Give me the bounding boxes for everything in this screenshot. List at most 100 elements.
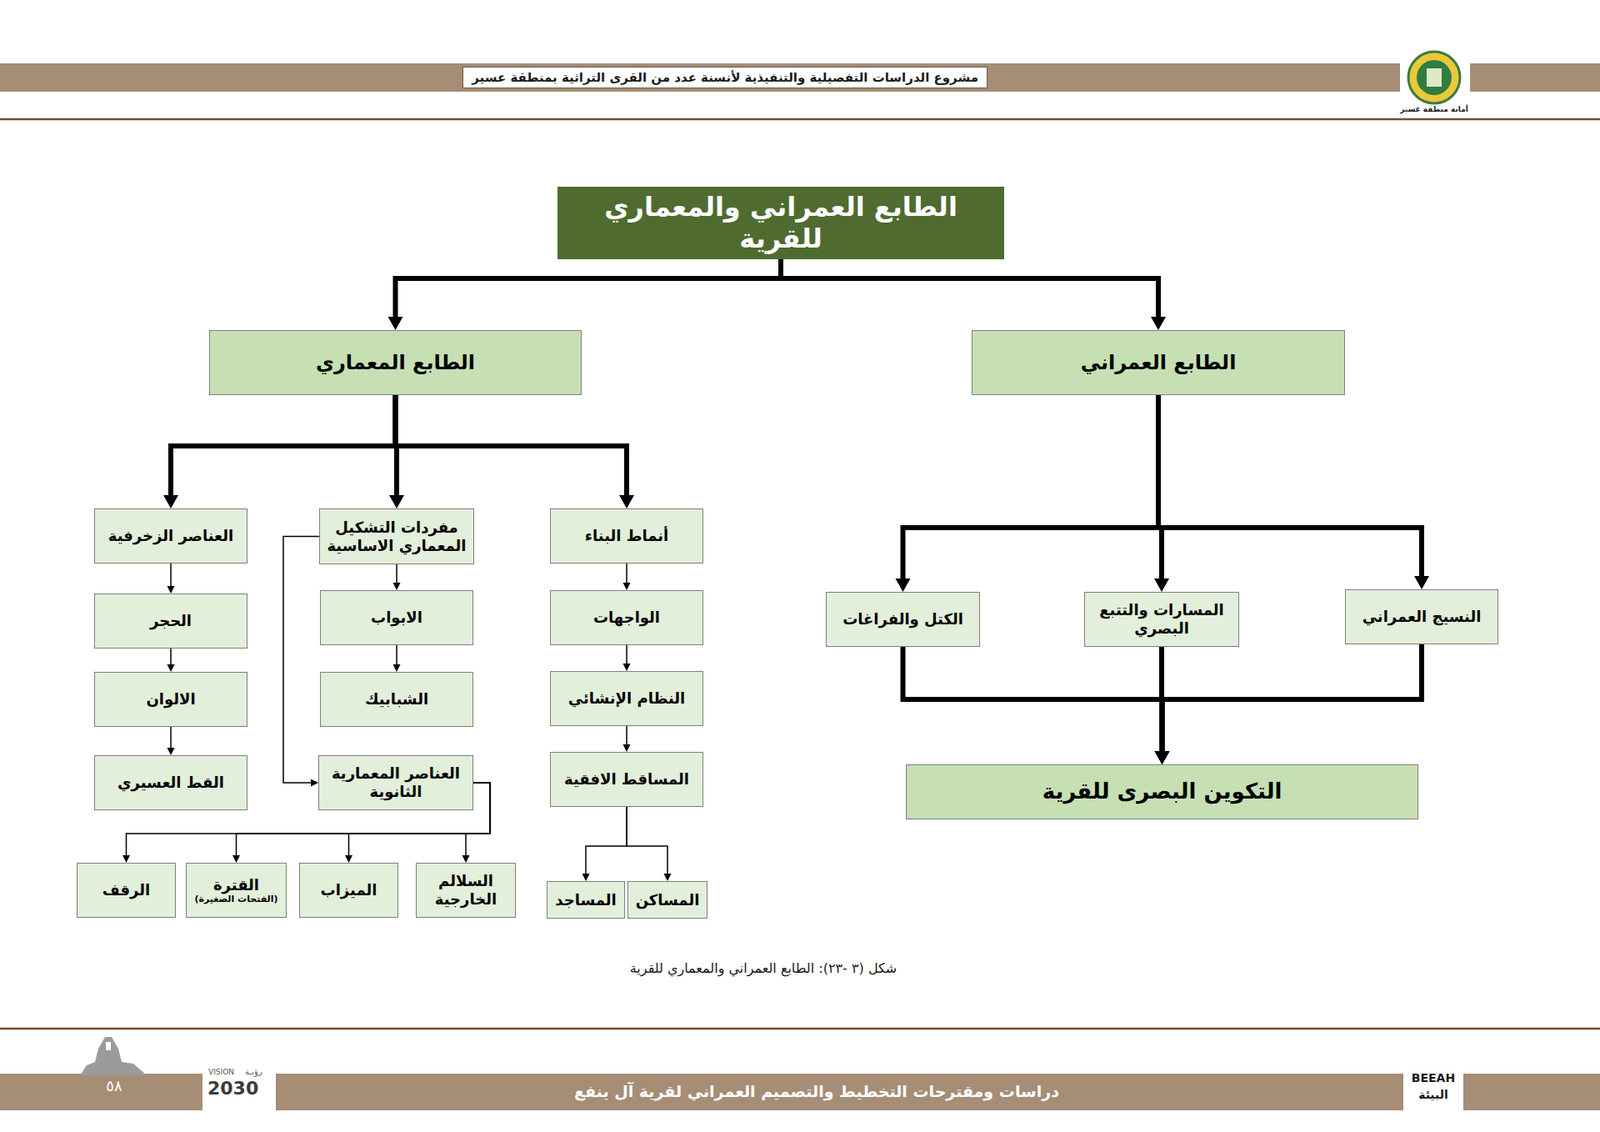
node-label: الكتل والفراغات: [842, 610, 964, 629]
arrowhead: [167, 747, 175, 755]
category-box: مفردات التشكيل المعماري الاساسية: [319, 508, 475, 565]
thin-connector: [626, 806, 672, 881]
arrowhead: [1155, 750, 1170, 765]
tree-connector: [1158, 395, 1430, 590]
connector-line: [585, 806, 627, 875]
node-label: الطابع العمراني والمعماري للقرية: [565, 190, 997, 255]
tree-connector: [395, 395, 635, 509]
category-box: أنماط البناء: [550, 508, 704, 564]
tree-connector: [388, 259, 782, 330]
thin-connector: [581, 806, 627, 881]
node-label: الطابع العمراني: [1080, 350, 1237, 375]
arrowhead: [581, 873, 590, 881]
connector-line: [170, 648, 172, 666]
node-label: الرقف: [102, 880, 150, 900]
arrowhead: [623, 582, 631, 590]
category-box: الكتل والفراغات: [825, 591, 980, 647]
connector-line: [395, 259, 782, 319]
arrowhead: [167, 664, 175, 672]
building-silhouette: [80, 1036, 147, 1075]
node-label: المساكن: [635, 890, 700, 910]
category-box: المساقط الافقية: [550, 751, 704, 807]
category-box: المساجد: [546, 880, 625, 919]
category-box: السلالم الخارجية: [415, 862, 516, 918]
connector-line: [625, 645, 628, 665]
thin-connector: [283, 536, 320, 787]
node-label: النسيج العمراني: [1362, 607, 1482, 626]
arrowhead: [664, 873, 672, 881]
vision-logo-ground: [202, 1065, 276, 1112]
node-label: القترة: [213, 875, 260, 895]
thin-connector: [623, 725, 631, 752]
footer-rule: [0, 1027, 1600, 1030]
arrowhead: [462, 855, 470, 863]
category-box: الطابع العمراني: [971, 330, 1345, 395]
footer-title: دراسات ومقترحات التخطيط والتصميم العمران…: [574, 1081, 1060, 1100]
silhouette-window: [105, 1041, 111, 1050]
arrowhead: [167, 585, 175, 594]
arrowhead: [345, 855, 353, 863]
node-label: العناصر المعمارية الثانوية: [325, 764, 466, 800]
arrowhead: [1154, 578, 1170, 592]
arrowhead: [623, 744, 631, 752]
header-band: [0, 63, 1600, 92]
category-box: القترة(الفتحات الصغيرة): [185, 862, 286, 918]
tree-connector: [1155, 644, 1423, 765]
category-box: الالوان: [94, 671, 248, 727]
node-label: التكوين البصرى للقرية: [1042, 778, 1283, 805]
node-label: الشبابيك: [365, 690, 429, 709]
connector-line: [1158, 395, 1422, 578]
arrowhead: [163, 495, 179, 509]
connector-line: [626, 806, 668, 875]
arrowhead: [1414, 575, 1430, 590]
connector-line: [170, 395, 396, 497]
logo-text: رؤيـة: [245, 1066, 263, 1076]
category-box: الواجهات: [550, 590, 704, 645]
category-box: الطابع المعماري: [209, 330, 582, 395]
logo-text: أمانة منطقة عسير: [1400, 105, 1469, 114]
connector-line: [780, 259, 1159, 319]
category-box: الرقف: [76, 862, 176, 918]
node-label: النظام الإنشائي: [568, 689, 685, 708]
arrowhead: [1155, 750, 1170, 765]
logo-text: VISION: [208, 1067, 235, 1076]
category-box: النظام الإنشائي: [550, 670, 704, 726]
figure-caption: شكل (٣ -٢٣): الطابع العمراني والمعماري ل…: [630, 960, 897, 976]
arrowhead: [619, 495, 635, 509]
category-box: العناصر المعمارية الثانوية: [318, 755, 474, 810]
category-box: النسيج العمراني: [1345, 589, 1499, 645]
node-label: العناصر الزخرفية: [108, 526, 234, 545]
node-label: الطابع المعماري: [315, 350, 475, 375]
arrowhead: [1155, 750, 1170, 765]
thin-connector: [393, 645, 401, 672]
arrowhead: [393, 582, 401, 590]
category-box: المساكن: [627, 880, 709, 919]
category-box: العناصر الزخرفية: [94, 508, 248, 564]
connector-line: [903, 395, 1160, 580]
connector-line: [395, 395, 628, 497]
node-label: الواجهات: [593, 608, 660, 627]
node-label: مفردات التشكيل المعماري الاساسية: [326, 518, 467, 555]
beeah-logo-ground: [1403, 1068, 1464, 1110]
node-label: المسارات والتتبع البصري: [1091, 600, 1232, 637]
category-box: المسارات والتتبع البصري: [1084, 591, 1240, 647]
logo-text: 2030: [207, 1077, 259, 1099]
arrowhead: [895, 578, 911, 592]
category-box: الميزاب: [299, 862, 399, 918]
logo-text: البيئة: [1418, 1087, 1449, 1101]
node-label: الالوان: [145, 690, 195, 709]
node-label: المساقط الافقية: [564, 770, 690, 789]
node-label: القط العسيري: [117, 773, 225, 792]
node-label: الميزاب: [320, 880, 378, 900]
node-subtext: (الفتحات الصغيرة): [194, 893, 278, 905]
connector-line: [625, 563, 628, 585]
category-box: التكوين البصرى للقرية: [905, 764, 1419, 820]
thin-connector: [623, 563, 631, 590]
category-box: الابواب: [320, 590, 474, 645]
connector-line: [1162, 644, 1423, 753]
node-label: المساجد: [555, 890, 616, 910]
connector-line: [395, 564, 398, 585]
logo-core: [1416, 60, 1452, 95]
thin-connector: [167, 563, 175, 594]
connector-line: [170, 563, 172, 588]
